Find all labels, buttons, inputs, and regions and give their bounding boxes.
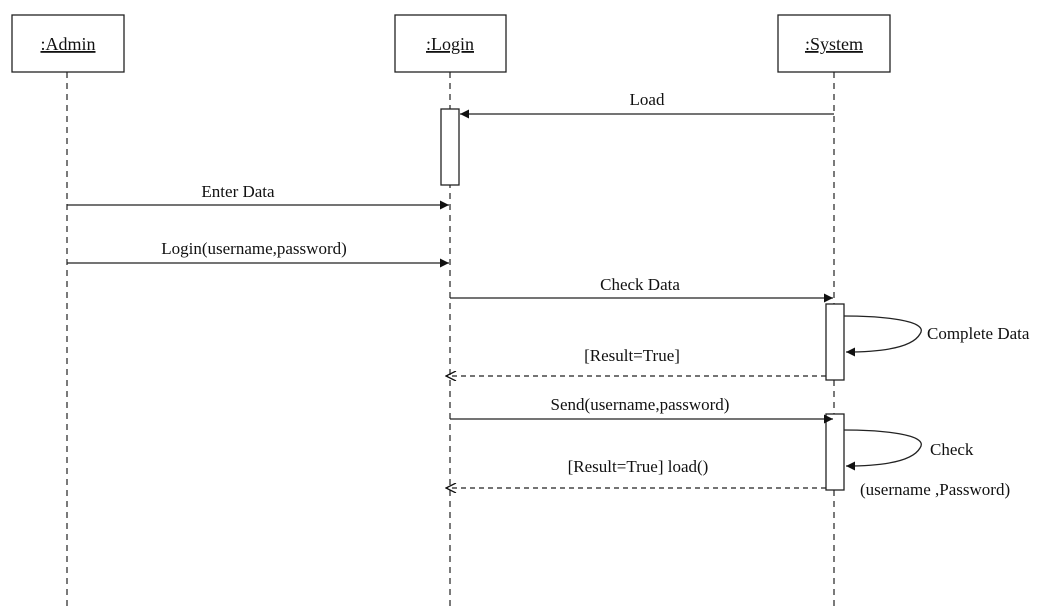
self-message-label-check-params: (username ,Password) bbox=[860, 480, 1010, 499]
message-result-load: [Result=True] load() bbox=[446, 457, 826, 488]
message-label-load: Load bbox=[630, 90, 665, 109]
message-login: Login(username,password) bbox=[67, 239, 449, 268]
self-message-check: Check (username ,Password) bbox=[843, 429, 1010, 499]
message-label-login: Login(username,password) bbox=[161, 239, 347, 258]
lifeline-head-login: :Login bbox=[394, 14, 507, 73]
message-label-result-true: [Result=True] bbox=[584, 346, 680, 365]
message-label-enter-data: Enter Data bbox=[201, 182, 275, 201]
message-result-true: [Result=True] bbox=[446, 346, 826, 376]
self-message-label-complete-data: Complete Data bbox=[927, 324, 1030, 343]
message-enter-data: Enter Data bbox=[67, 182, 449, 210]
activation-system-2 bbox=[825, 413, 845, 491]
message-label-send: Send(username,password) bbox=[551, 395, 730, 414]
lifeline-name-admin: :Admin bbox=[40, 34, 95, 54]
message-check-data: Check Data bbox=[450, 275, 833, 303]
message-load: Load bbox=[460, 90, 834, 119]
lifeline-head-admin: :Admin bbox=[11, 14, 125, 73]
activation-system-1 bbox=[825, 303, 845, 381]
activation-login bbox=[440, 108, 460, 186]
message-send: Send(username,password) bbox=[450, 395, 833, 424]
lifeline-head-system: :System bbox=[777, 14, 891, 73]
self-message-complete-data: Complete Data bbox=[843, 315, 1030, 357]
lifeline-name-login: :Login bbox=[426, 34, 474, 54]
message-label-check-data: Check Data bbox=[600, 275, 680, 294]
self-message-label-check: Check bbox=[930, 440, 974, 459]
lifeline-name-system: :System bbox=[805, 34, 863, 54]
message-label-result-load: [Result=True] load() bbox=[568, 457, 709, 476]
